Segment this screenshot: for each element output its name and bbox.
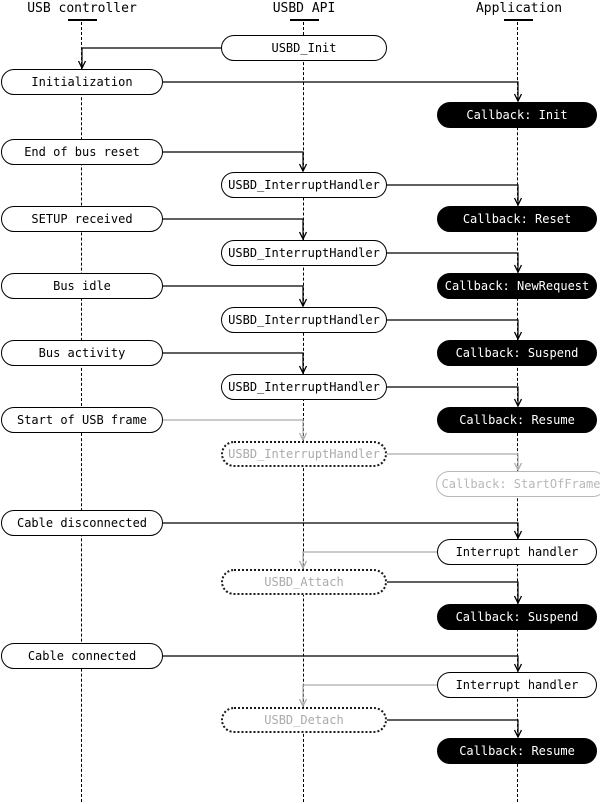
node-callback-newrequest: Callback: NewRequest xyxy=(437,273,597,299)
connector-initialization-to-callback-init xyxy=(163,81,523,103)
node-callback-resume-1: Callback: Resume xyxy=(437,407,597,433)
node-initialization: Initialization xyxy=(1,69,163,95)
connector-handler-to-callback-newrequest xyxy=(387,252,523,274)
header-underline-usb-controller xyxy=(68,19,97,21)
connector-handler-to-callback-sof-gray xyxy=(387,453,523,472)
node-start-of-usb-frame: Start of USB frame xyxy=(1,407,163,433)
node-usbd-interrupthandler-5: USBD_InterruptHandler xyxy=(221,441,387,467)
node-cable-disconnected: Cable disconnected xyxy=(1,510,163,536)
connector-usbdinit-to-initialization xyxy=(77,47,221,70)
node-callback-startofframe: Callback: StartOfFrame xyxy=(436,471,600,497)
node-end-of-bus-reset: End of bus reset xyxy=(1,139,163,165)
connector-busidle-to-handler xyxy=(163,285,308,308)
node-usbd-init: USBD_Init xyxy=(221,35,387,61)
lifeline-usbd-api xyxy=(303,22,304,802)
connector-interrupthandler-to-attach-gray xyxy=(298,551,437,570)
node-setup-received: SETUP received xyxy=(1,206,163,232)
node-usbd-interrupthandler-1: USBD_InterruptHandler xyxy=(221,172,387,198)
connector-handler-to-callback-reset xyxy=(387,184,523,207)
column-header-usb-controller: USB controller xyxy=(27,1,137,16)
node-usbd-detach: USBD_Detach xyxy=(221,707,387,733)
node-usbd-interrupthandler-2: USBD_InterruptHandler xyxy=(221,240,387,266)
header-underline-application xyxy=(504,19,533,21)
connector-handler-to-callback-resume xyxy=(387,386,523,408)
connector-setup-to-handler xyxy=(163,218,308,241)
node-usbd-interrupthandler-3: USBD_InterruptHandler xyxy=(221,307,387,333)
connector-cableconnected-to-interrupthandler xyxy=(163,655,523,673)
connector-busactivity-to-handler xyxy=(163,352,308,375)
header-underline-usbd-api xyxy=(290,19,319,21)
node-cable-connected: Cable connected xyxy=(1,643,163,669)
column-header-application: Application xyxy=(475,1,563,16)
connector-sof-to-handler-gray xyxy=(163,419,308,442)
connector-detach-to-callback-resume xyxy=(387,719,523,739)
node-usbd-interrupthandler-4: USBD_InterruptHandler xyxy=(221,374,387,400)
node-bus-activity: Bus activity xyxy=(1,340,163,366)
connector-endbusreset-to-handler xyxy=(163,151,308,173)
node-bus-idle: Bus idle xyxy=(1,273,163,299)
connector-interrupthandler-to-detach-gray xyxy=(298,684,437,708)
node-callback-suspend-2: Callback: Suspend xyxy=(437,604,597,630)
connector-attach-to-callback-suspend xyxy=(387,581,523,605)
column-header-usbd-api: USBD API xyxy=(272,1,336,16)
connector-handler-to-callback-suspend xyxy=(387,319,523,341)
node-callback-resume-2: Callback: Resume xyxy=(437,738,597,764)
node-interrupt-handler-1: Interrupt handler xyxy=(437,539,597,565)
node-callback-suspend-1: Callback: Suspend xyxy=(437,340,597,366)
node-callback-init: Callback: Init xyxy=(437,102,597,128)
node-usbd-attach: USBD_Attach xyxy=(221,569,387,595)
node-interrupt-handler-2: Interrupt handler xyxy=(437,672,597,698)
connector-cabledisconnected-to-interrupthandler xyxy=(163,522,523,540)
node-callback-reset: Callback: Reset xyxy=(437,206,597,232)
